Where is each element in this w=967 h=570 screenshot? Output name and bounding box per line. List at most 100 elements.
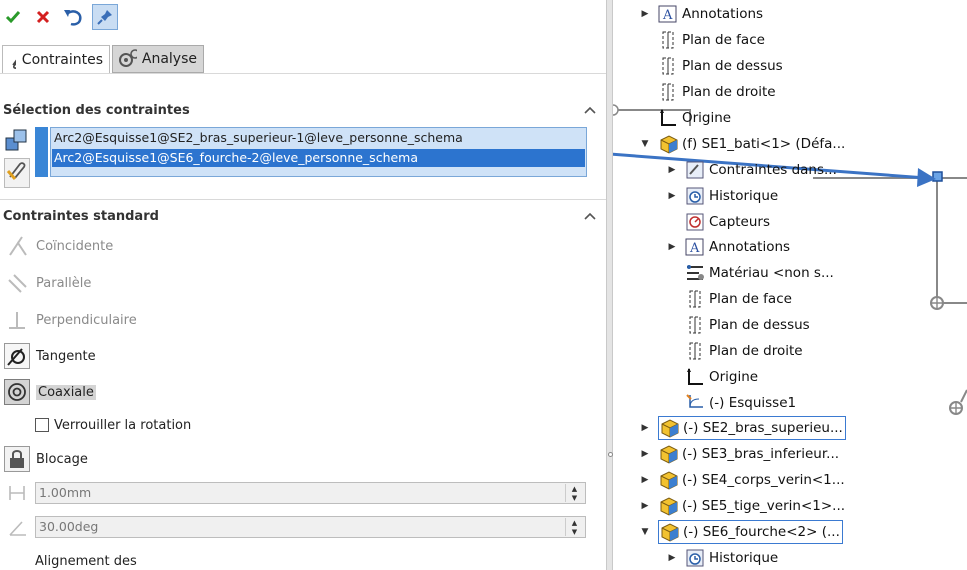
- mates-folder-icon: [685, 160, 705, 180]
- cancel-button[interactable]: [30, 4, 56, 30]
- mate-label: Coïncidente: [36, 238, 114, 254]
- tree-item[interactable]: Plan de dessus: [685, 312, 810, 338]
- mate-concentric[interactable]: Coaxiale: [0, 377, 600, 407]
- mate-coincident[interactable]: Coïncidente: [0, 231, 600, 261]
- selection-item[interactable]: Arc2@Esquisse1@SE2_bras_superieur-1@leve…: [54, 130, 463, 145]
- angle-input[interactable]: 30.00deg ▲▼: [35, 516, 586, 538]
- tangent-icon: [7, 348, 25, 366]
- tree-item[interactable]: Capteurs: [685, 209, 770, 235]
- mate-tangent[interactable]: Tangente: [0, 341, 600, 371]
- tree-item-label: Plan de droite: [709, 343, 803, 359]
- tree-item-label: (-) SE5_tige_verin<1>...: [682, 498, 846, 514]
- tree-item[interactable]: ▶Historique: [669, 545, 778, 570]
- collapse-arrow-icon[interactable]: ▼: [641, 139, 649, 149]
- mate-label: Blocage: [36, 451, 88, 467]
- part-icon: [658, 134, 678, 154]
- chevron-up-icon[interactable]: [584, 104, 596, 116]
- tree-item[interactable]: ▶ (-) SE5_tige_verin<1>...: [642, 493, 846, 519]
- tree-item[interactable]: ▼(-) SE6_fourche<2> (...: [642, 519, 843, 545]
- tree-item-label: Matériau <non s...: [709, 265, 834, 281]
- lock-rotation-label: Verrouiller la rotation: [54, 418, 192, 433]
- chevron-up-icon[interactable]: [584, 210, 596, 222]
- expand-arrow-icon[interactable]: ▶: [641, 423, 649, 433]
- tree-item-label: Capteurs: [709, 214, 771, 230]
- tree-item[interactable]: Origine: [658, 105, 731, 131]
- tree-item[interactable]: Plan de dessus: [658, 53, 783, 79]
- coincident-icon: [9, 236, 27, 256]
- pin-button[interactable]: [92, 4, 118, 30]
- plane-icon: [658, 82, 678, 102]
- mate-perpendicular[interactable]: Perpendiculaire: [0, 305, 600, 335]
- tab-analyse[interactable]: Analyse: [112, 45, 204, 73]
- tree-item[interactable]: Plan de face: [658, 27, 765, 53]
- part-icon: [658, 444, 678, 464]
- property-manager: Contraintes Analyse Sélection des contra…: [0, 4, 606, 569]
- paperclip-icon: [12, 59, 16, 69]
- tab-label: Analyse: [141, 51, 197, 67]
- expand-arrow-icon[interactable]: ▶: [668, 242, 676, 252]
- tree-item[interactable]: ▶ (-) SE3_bras_inferieur...: [642, 441, 840, 467]
- tree-item-label: (-) Esquisse1: [709, 395, 797, 411]
- lock-rotation-checkbox[interactable]: [35, 418, 49, 432]
- pin-icon: [97, 10, 112, 25]
- selection-item[interactable]: Arc2@Esquisse1@SE6_fourche-2@leve_person…: [52, 149, 585, 167]
- expand-arrow-icon[interactable]: ▶: [668, 553, 676, 563]
- panel-splitter[interactable]: [606, 0, 613, 570]
- tree-item[interactable]: Plan de droite: [658, 79, 776, 105]
- ok-button[interactable]: [0, 4, 26, 30]
- origin-icon: [658, 108, 678, 128]
- distance-spinner[interactable]: ▲▼: [565, 484, 583, 502]
- expand-arrow-icon[interactable]: ▶: [668, 191, 676, 201]
- angle-spinner[interactable]: ▲▼: [565, 518, 583, 536]
- gears-icon: [119, 49, 137, 67]
- parallel-icon: [8, 274, 27, 293]
- part-icon: [659, 418, 679, 438]
- tab-label: Contraintes: [21, 51, 103, 68]
- tree-item[interactable]: Origine: [685, 364, 758, 390]
- part-icon: [659, 522, 679, 542]
- tree-item[interactable]: Plan de droite: [685, 338, 803, 364]
- tree-item-label: (-) SE3_bras_inferieur...: [682, 446, 840, 462]
- plane-icon: [658, 56, 678, 76]
- splitter-grip[interactable]: [608, 452, 613, 457]
- plane-icon: [685, 315, 705, 335]
- part-icon: [658, 496, 678, 516]
- mates-faces-icon: [4, 128, 30, 158]
- tree-item-label: Plan de droite: [682, 84, 776, 100]
- tree-item[interactable]: (-) Esquisse1: [685, 390, 796, 416]
- tree-item[interactable]: ▶ Contraintes dans...: [669, 157, 837, 183]
- expand-arrow-icon[interactable]: ▶: [641, 9, 649, 19]
- tree-item[interactable]: ▼(f) SE1_bati<1> (Défa...: [642, 131, 845, 157]
- tree-item[interactable]: ▶Historique: [669, 183, 778, 209]
- tree-item[interactable]: Plan de face: [685, 286, 792, 312]
- mate-parallel[interactable]: Parallèle: [0, 268, 600, 298]
- plane-icon: [658, 30, 678, 50]
- distance-value: 1.00mm: [39, 485, 92, 500]
- expand-arrow-icon[interactable]: ▶: [668, 165, 676, 175]
- expand-arrow-icon[interactable]: ▶: [641, 449, 649, 459]
- material-icon: [685, 263, 705, 283]
- tree-item[interactable]: ▶(-) SE2_bras_superieu...: [642, 415, 846, 441]
- mate-lock[interactable]: Blocage: [0, 444, 600, 474]
- undo-button[interactable]: [60, 4, 86, 30]
- tree-item[interactable]: ▶(-) SE4_corps_verin<1...: [642, 467, 845, 493]
- distance-input[interactable]: 1.00mm ▲▼: [35, 482, 586, 504]
- mate-popup-icon[interactable]: [4, 158, 30, 188]
- mate-label: Coaxiale: [36, 384, 96, 400]
- tree-item-label: Contraintes dans...: [709, 162, 837, 178]
- x-icon: [36, 10, 50, 24]
- collapse-arrow-icon[interactable]: ▼: [641, 527, 649, 537]
- angle-value: 30.00deg: [39, 519, 99, 534]
- expand-arrow-icon[interactable]: ▶: [641, 475, 649, 485]
- tree-item-label: Annotations: [682, 6, 764, 22]
- mate-label: Tangente: [36, 348, 96, 364]
- selection-list[interactable]: Arc2@Esquisse1@SE2_bras_superieur-1@leve…: [50, 127, 587, 177]
- tree-item[interactable]: Matériau <non s...: [685, 260, 834, 286]
- tab-contraintes[interactable]: Contraintes: [2, 45, 110, 73]
- expand-arrow-icon[interactable]: ▶: [641, 501, 649, 511]
- section-title-selection: Sélection des contraintes: [3, 103, 190, 118]
- tree-item-label: Plan de face: [709, 291, 792, 307]
